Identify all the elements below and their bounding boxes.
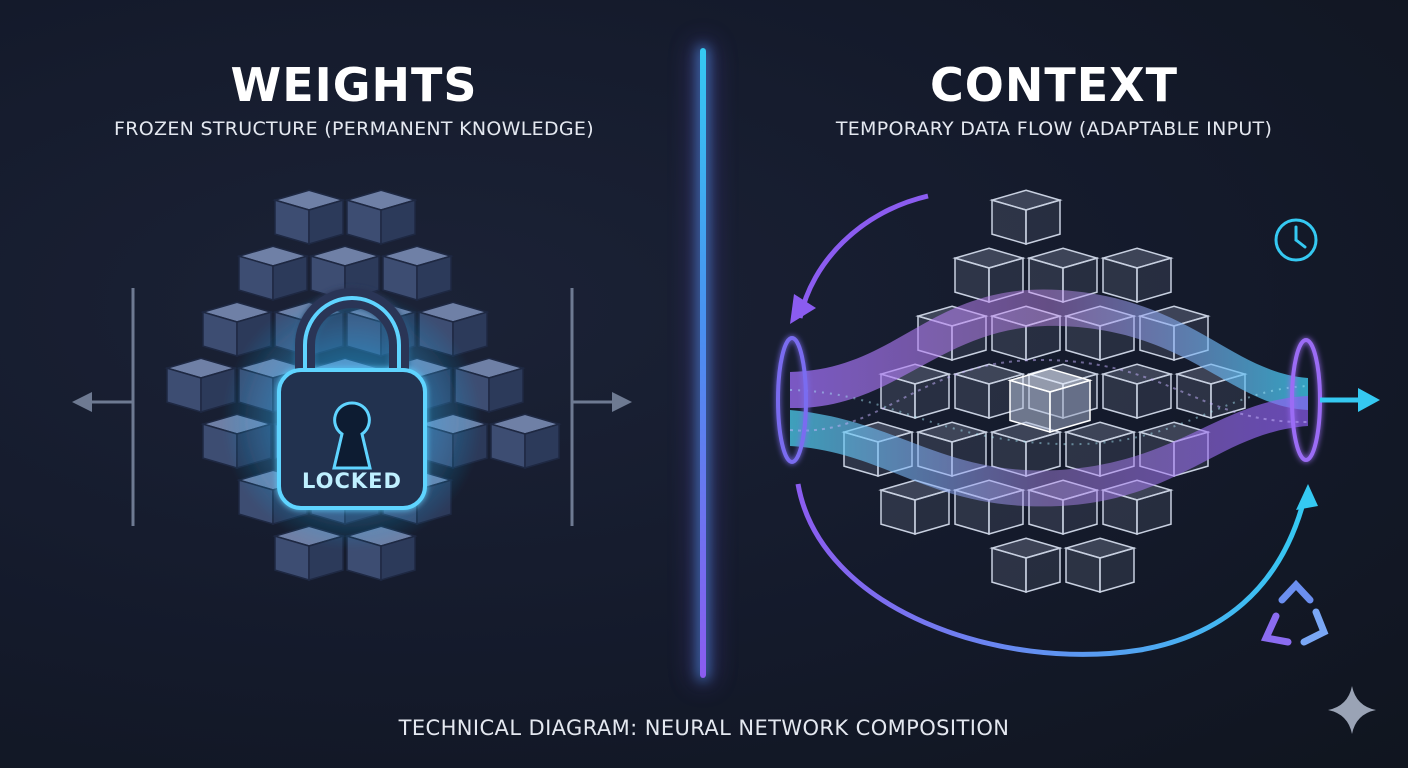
- lock-label: LOCKED: [302, 469, 402, 493]
- lattice-cube: [1049, 379, 1091, 433]
- recycle-icon: [1260, 579, 1329, 646]
- data-flow-ribbon: [789, 289, 1309, 507]
- lattice-cube: [1025, 547, 1061, 593]
- center-divider: [700, 48, 706, 678]
- context-subtitle: TEMPORARY DATA FLOW (ADAPTABLE INPUT): [835, 118, 1273, 140]
- lattice-cube: [1136, 373, 1172, 419]
- lattice-cube: [272, 255, 308, 301]
- lattice-cube: [1099, 547, 1135, 593]
- lattice-cube: [308, 199, 344, 245]
- lattice-cube: [488, 367, 524, 413]
- lattice-cube: [524, 423, 560, 469]
- diagram-caption: TECHNICAL DIAGRAM: NEURAL NETWORK COMPOS…: [398, 716, 1010, 740]
- padlock-icon: LOCKED: [222, 288, 482, 550]
- translucent-cube-lattice-icon: [841, 189, 1248, 593]
- cycle-arrow-icon: [790, 193, 1318, 657]
- lattice-cube: [416, 255, 452, 301]
- lattice-cube: [1025, 199, 1061, 245]
- arrow-left-icon: [72, 288, 135, 526]
- lattice-cube: [1136, 257, 1172, 303]
- clock-icon: [1274, 218, 1318, 262]
- lattice-cube: [914, 373, 950, 419]
- input-portal: [776, 336, 808, 464]
- lattice-cube: [380, 199, 416, 245]
- output-arrow-icon: [1320, 388, 1380, 412]
- lattice-cube: [914, 489, 950, 535]
- weights-subtitle: FROZEN STRUCTURE (PERMANENT KNOWLEDGE): [114, 118, 594, 140]
- sparkle-icon: [1328, 686, 1376, 734]
- arrow-right-icon: [570, 288, 632, 526]
- weights-title: WEIGHTS: [230, 58, 478, 112]
- lattice-cube: [1136, 489, 1172, 535]
- context-title: CONTEXT: [929, 58, 1178, 112]
